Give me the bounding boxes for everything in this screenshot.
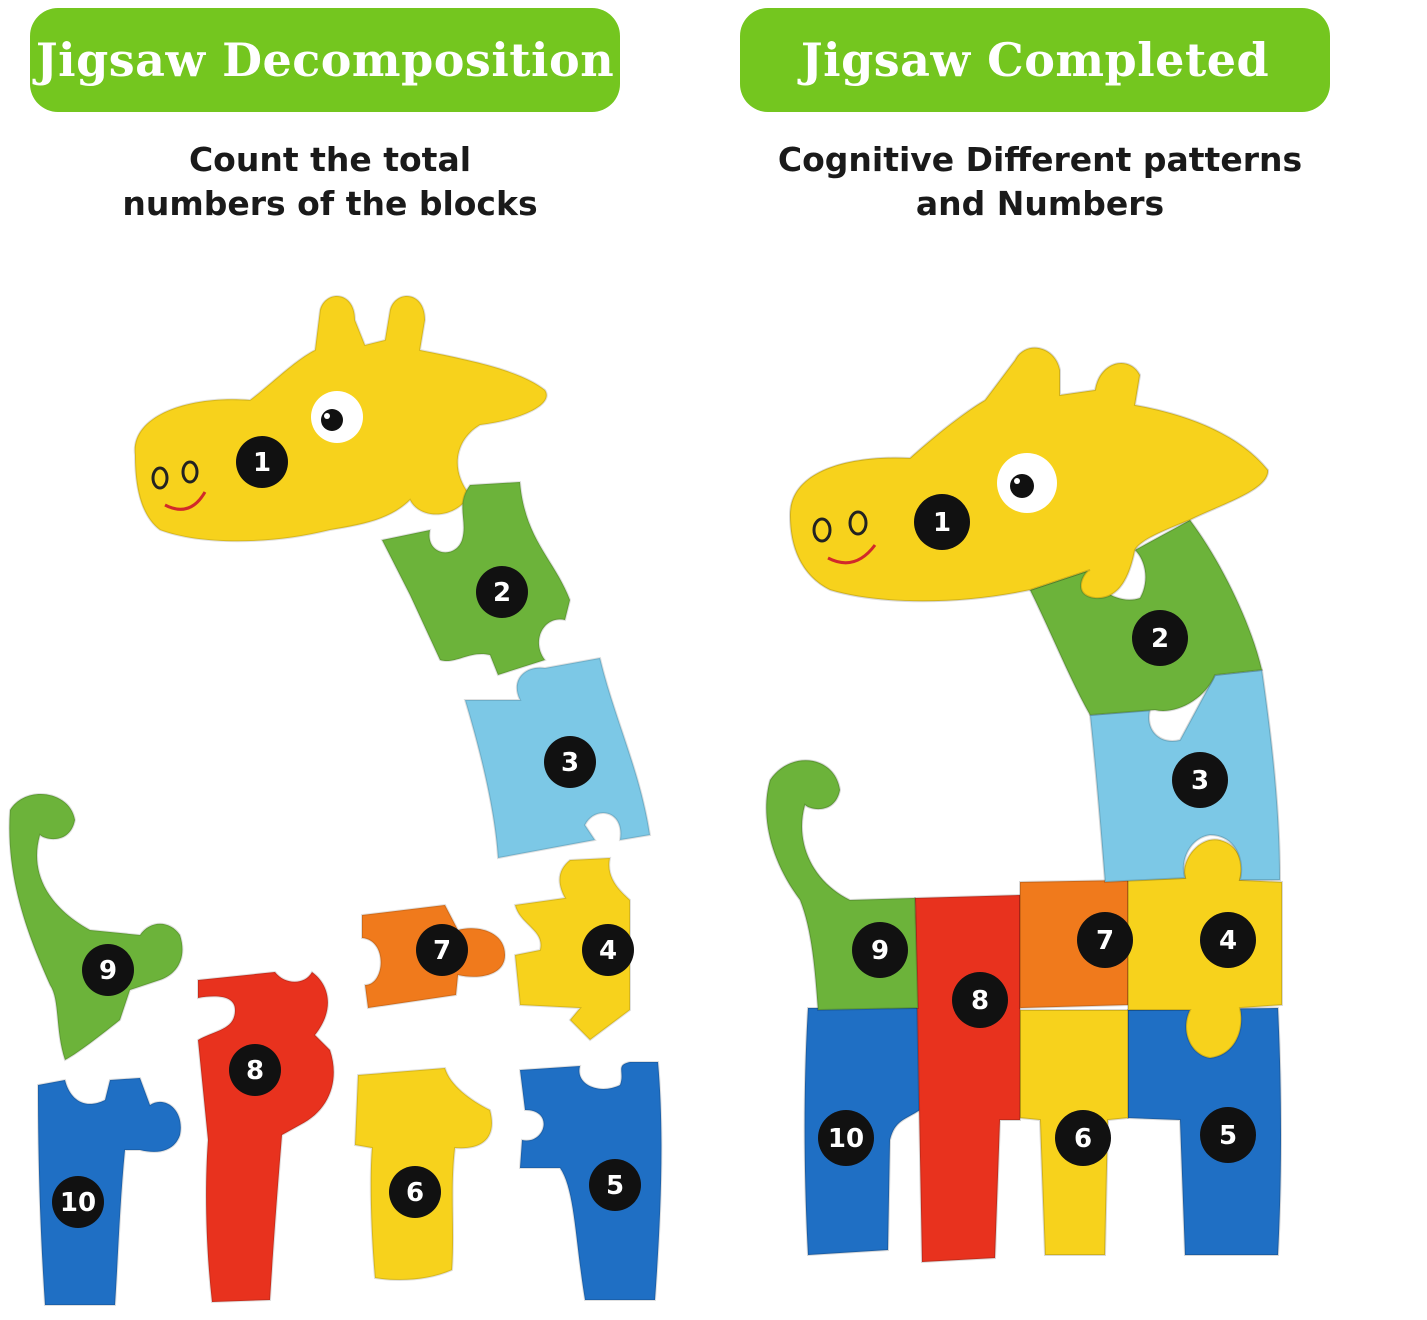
svg-text:3: 3 [561,748,579,778]
badge-2: 2 [1132,610,1188,666]
svg-text:4: 4 [599,936,617,966]
svg-text:1: 1 [253,448,271,478]
badge-4: 4 [1200,912,1256,968]
completed-subtitle-line1: Cognitive Different patterns [777,140,1303,179]
badge-8: 8 [952,972,1008,1028]
decomposed-giraffe [8,295,663,1306]
svg-text:3: 3 [1191,766,1209,796]
badge-5: 5 [589,1159,641,1211]
completed-heading: Jigsaw Completed [740,8,1330,112]
svg-text:8: 8 [971,986,989,1016]
svg-text:10: 10 [60,1188,96,1218]
svg-text:6: 6 [406,1178,424,1208]
pupil-icon [321,409,343,431]
svg-text:9: 9 [871,936,889,966]
badge-2: 2 [476,566,528,618]
piece-4 [513,856,631,1042]
badge-6: 6 [1055,1110,1111,1166]
piece-8 [913,893,1021,1264]
piece-2 [380,480,572,677]
svg-text:2: 2 [493,578,511,608]
nostril-icon [151,466,169,490]
badge-1: 1 [914,494,970,550]
badge-1: 1 [236,436,288,488]
nostril-icon [812,517,832,543]
badge-8: 8 [229,1044,281,1096]
left-number-badges: 1 2 3 4 7 9 8 6 5 10 [52,436,641,1228]
pupil-icon [1010,474,1034,498]
decomposition-subtitle-line1: Count the total [188,140,472,179]
completed-subtitle: Cognitive Different patterns and Numbers [760,138,1320,226]
badge-9: 9 [852,922,908,978]
piece-8 [196,970,335,1304]
badge-5: 5 [1200,1107,1256,1163]
svg-text:1: 1 [933,508,951,538]
decomposition-subtitle-line2: numbers of the blocks [122,184,538,223]
nostril-icon [181,460,199,484]
svg-text:4: 4 [1219,926,1237,956]
piece-9-tail [8,793,184,1062]
svg-text:6: 6 [1074,1124,1092,1154]
badge-7: 7 [1077,912,1133,968]
badge-3: 3 [1172,752,1228,808]
svg-text:8: 8 [246,1056,264,1086]
piece-10 [36,1076,182,1306]
svg-text:10: 10 [828,1124,864,1154]
decomposition-heading: Jigsaw Decomposition [30,8,620,112]
smile-icon [827,544,877,565]
svg-text:5: 5 [1219,1121,1237,1151]
badge-10: 10 [818,1110,874,1166]
badge-4: 4 [582,924,634,976]
badge-10: 10 [52,1176,104,1228]
completed-subtitle-line2: and Numbers [915,184,1165,223]
badge-6: 6 [389,1166,441,1218]
smile-icon [164,491,207,511]
svg-text:7: 7 [433,936,451,966]
svg-text:9: 9 [99,956,117,986]
badge-9: 9 [82,944,134,996]
right-number-badges: 1 2 3 4 7 9 8 10 6 5 [818,494,1256,1166]
badge-3: 3 [544,736,596,788]
nostril-icon [848,510,868,536]
svg-text:2: 2 [1151,624,1169,654]
badge-7: 7 [416,924,468,976]
svg-text:5: 5 [606,1171,624,1201]
svg-text:7: 7 [1096,926,1114,956]
decomposition-subtitle: Count the total numbers of the blocks [100,138,560,226]
